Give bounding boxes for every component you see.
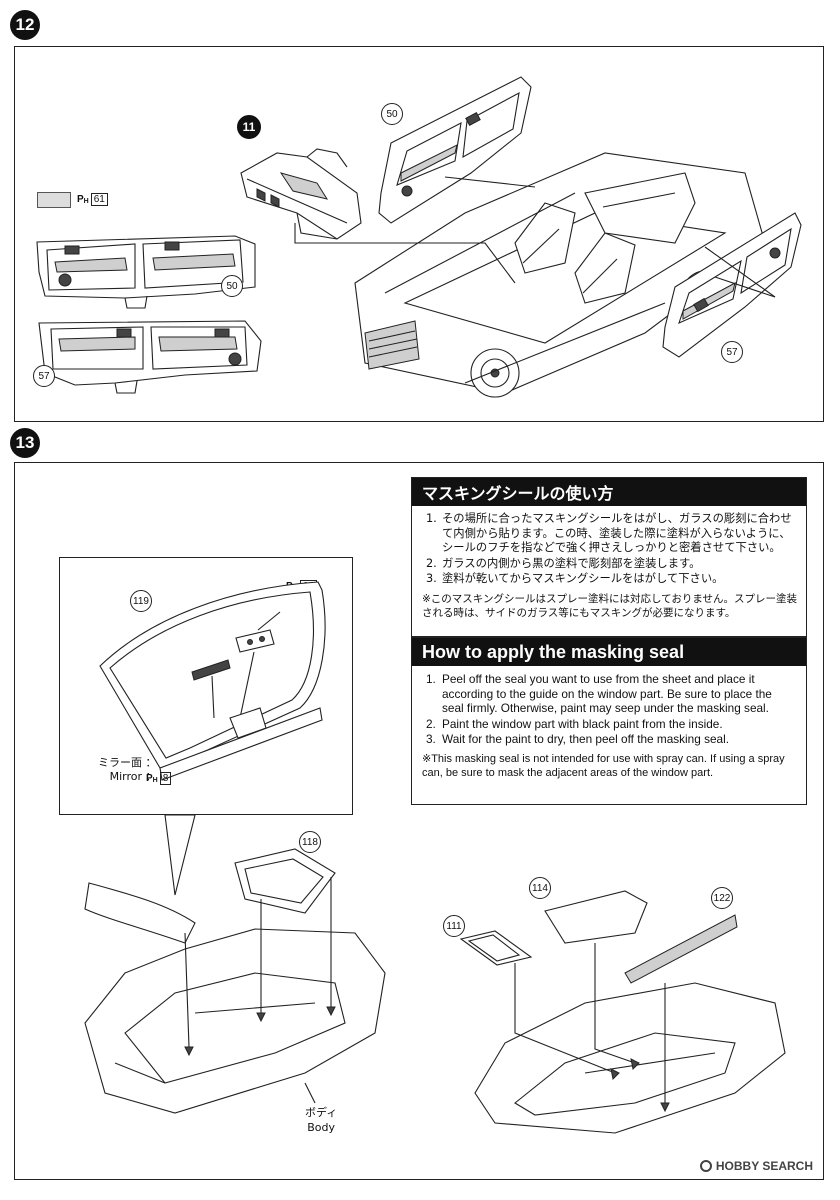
interior-chassis-illustration [354,152,766,398]
instructions-en: How to apply the masking seal 1.Peel off… [411,637,807,805]
instruction-jp-item: 1.その場所に合ったマスキングシールをはがし、ガラスの彫刻に合わせて内側から貼り… [426,512,792,554]
instructions-jp-list: 1.その場所に合ったマスキングシールをはがし、ガラスの彫刻に合わせて内側から貼り… [412,506,806,592]
part-57-left-callout: 57 [33,365,55,387]
instructions-jp-note: ※このマスキングシールはスプレー塗料には対応しておりません。スプレー塗装される時… [422,592,798,619]
part-50-top-callout: 50 [381,103,403,125]
part-114-callout: 114 [529,877,551,899]
instructions-en-list: 1.Peel off the seal you want to use from… [412,666,806,752]
step-13-badge: 13 [10,428,40,458]
instructions-jp: マスキングシールの使い方 1.その場所に合ったマスキングシールをはがし、ガラスの… [411,477,807,637]
right-body-shell-illustration [459,890,786,1134]
instruction-en-item: 2.Paint the window part with black paint… [426,716,723,731]
mirror-label: ミラー面 ： Mirror ： [98,756,157,783]
instruction-en-item: 1.Peel off the seal you want to use from… [426,672,772,715]
door-panel-front-illustration [38,320,262,394]
hobby-search-logo-icon [699,1160,712,1172]
instructions-jp-title: マスキングシールの使い方 [412,478,806,506]
instruction-jp-item: 2.ガラスの内側から黒の塗料で彫刻部を塗装します。 [426,556,701,570]
part-111-callout: 111 [443,915,465,937]
watermark: HOBBY SEARCH [699,1159,813,1173]
door-panel-right-illustration [662,212,802,358]
detail-callout-pointer [164,814,196,896]
instructions-en-title: How to apply the masking seal [412,638,806,666]
part-11-callout: 11 [237,115,261,139]
step-12-badge: 12 [10,10,40,40]
part-119-callout: 119 [130,590,152,612]
body-label: ボディ Body [305,1106,338,1134]
part-57-right-callout: 57 [721,341,743,363]
part-122-callout: 122 [711,887,733,909]
center-console-illustration [240,148,362,240]
door-panel-upright-illustration [378,76,532,224]
part-50-left-callout: 50 [221,275,243,297]
step-12-leader-lines [294,176,776,298]
instruction-jp-item: 3.塗料が乾いてからマスキングシールをはがして下さい。 [426,572,724,585]
paint-swatch [37,192,71,208]
instruction-en-item: 3.Wait for the paint to dry, then peel o… [426,732,729,746]
left-body-shell-illustration [84,848,386,1114]
windshield-illustration [99,581,326,781]
part-118-callout: 118 [299,831,321,853]
door-panel-rear-illustration [36,235,256,309]
instructions-en-note: ※This masking seal is not intended for u… [422,752,785,779]
